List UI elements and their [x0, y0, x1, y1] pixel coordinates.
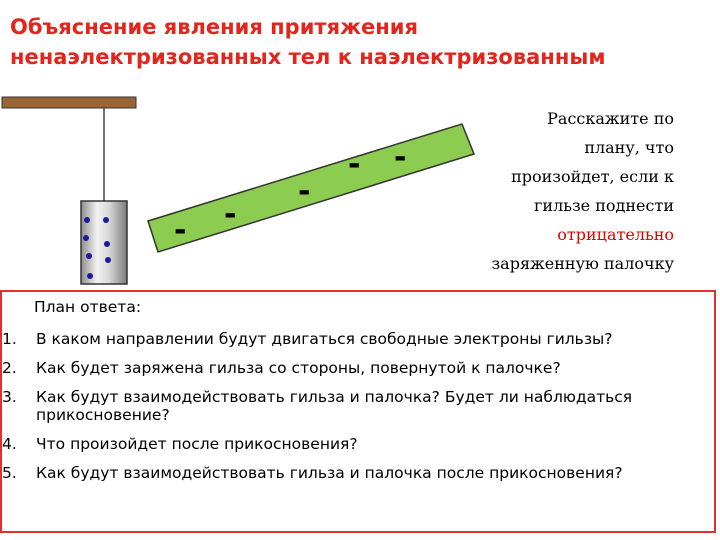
plan-item: 2. Как будет заряжена гильза со стороны, …	[2, 359, 702, 377]
rod-charges: - - - - -	[174, 140, 406, 248]
question-line: гильзе поднести	[534, 196, 674, 215]
question-line: заряженную палочку	[491, 254, 674, 273]
plan-item-number: 4.	[2, 435, 17, 453]
sleeve-electrons	[83, 217, 111, 279]
holder-bar	[1, 96, 137, 109]
electron	[103, 217, 109, 223]
electron	[87, 273, 93, 279]
rod-charge: -	[298, 174, 310, 209]
plan-item: 1. В каком направлении будут двигаться св…	[2, 330, 702, 348]
question-line: плану, что	[584, 138, 674, 157]
plan-list: 1. В каком направлении будут двигаться св…	[2, 330, 702, 493]
plan-item-text: Как будут взаимодействовать гильза и пал…	[36, 388, 633, 424]
electron	[86, 253, 92, 259]
plan-item-text: В каком направлении будут двигаться своб…	[36, 330, 613, 348]
charged-rod	[147, 123, 475, 253]
rod-charge: -	[348, 147, 360, 182]
plan-item: 5. Как будут взаимодействовать гильза и п…	[2, 464, 702, 482]
electron	[83, 235, 89, 241]
plan-item-text: Что произойдет после прикосновения?	[36, 435, 358, 453]
plan-item-number: 1.	[2, 330, 17, 348]
title-line-2: ненаэлектризованных тел к наэлектризован…	[10, 45, 606, 69]
plan-item: 4. Что произойдет после прикосновения?	[2, 435, 702, 453]
slide-title: Объяснение явления притяжения ненаэлектр…	[10, 12, 710, 72]
sleeve	[80, 200, 128, 285]
rod-charge: -	[224, 197, 236, 232]
plan-item-number: 5.	[2, 464, 17, 482]
rod-charge: -	[174, 213, 186, 248]
electron	[84, 217, 90, 223]
plan-item: 3. Как будут взаимодействовать гильза и п…	[2, 388, 702, 424]
question-line: произойдет, если к	[511, 167, 674, 186]
plan-item-text: Как будет заряжена гильза со стороны, по…	[36, 359, 561, 377]
answer-plan-box: План ответа: 1. В каком направлении будут…	[0, 290, 716, 533]
rod-charge: -	[394, 140, 406, 175]
question-line: Расскажите по	[547, 109, 674, 128]
electron	[105, 257, 111, 263]
title-line-1: Объяснение явления притяжения	[10, 15, 418, 39]
plan-item-number: 3.	[2, 388, 17, 406]
electroscope-illustration: - - - - -	[1, 96, 475, 285]
plan-item-text: Как будут взаимодействовать гильза и пал…	[36, 464, 623, 482]
electron	[104, 241, 110, 247]
plan-item-number: 2.	[2, 359, 17, 377]
question-line-emphasis: отрицательно	[557, 225, 674, 244]
question-text: Расскажите по плану, что произойдет, есл…	[404, 104, 674, 278]
plan-heading: План ответа:	[34, 298, 142, 316]
